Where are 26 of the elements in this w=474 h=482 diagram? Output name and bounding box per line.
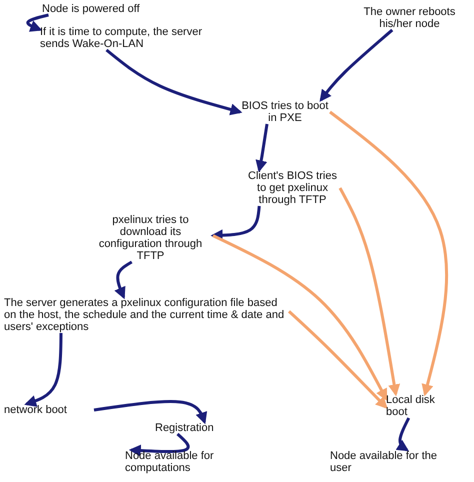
arrow	[329, 110, 448, 396]
arrow	[24, 332, 62, 407]
step-text: pxelinux tries to download its configuration through TFTP	[88, 214, 213, 262]
step-text: Node is powered off	[42, 3, 172, 15]
step-text: Node available for the user	[330, 450, 440, 474]
step-text: Client's BIOS tries to get pxelinux through TFTP	[245, 170, 340, 206]
step-text: network boot	[4, 404, 94, 416]
step-text: Registration	[155, 422, 245, 434]
step-text: Node available for computations	[125, 450, 250, 474]
arrow	[128, 432, 190, 457]
arrow	[26, 14, 49, 32]
step-text: Local disk boot	[386, 394, 451, 418]
step-text: BIOS tries to boot in PXE	[240, 100, 330, 124]
arrow	[320, 28, 394, 102]
arrow	[212, 234, 388, 401]
arrow	[288, 310, 388, 409]
arrow	[94, 400, 208, 424]
arrow	[396, 417, 410, 452]
arrow	[210, 206, 261, 242]
arrow	[256, 124, 268, 172]
arrow	[338, 187, 400, 396]
step-text: If it is time to compute, the server sends Wake-On-LAN	[40, 26, 230, 50]
arrow	[114, 260, 132, 300]
arrow	[106, 48, 242, 116]
step-text: The owner reboots his/her node	[352, 6, 467, 30]
step-text: The server generates a pxelinux configuration file based on the host, the schedule and the current time & date and users' exceptions	[4, 297, 289, 333]
